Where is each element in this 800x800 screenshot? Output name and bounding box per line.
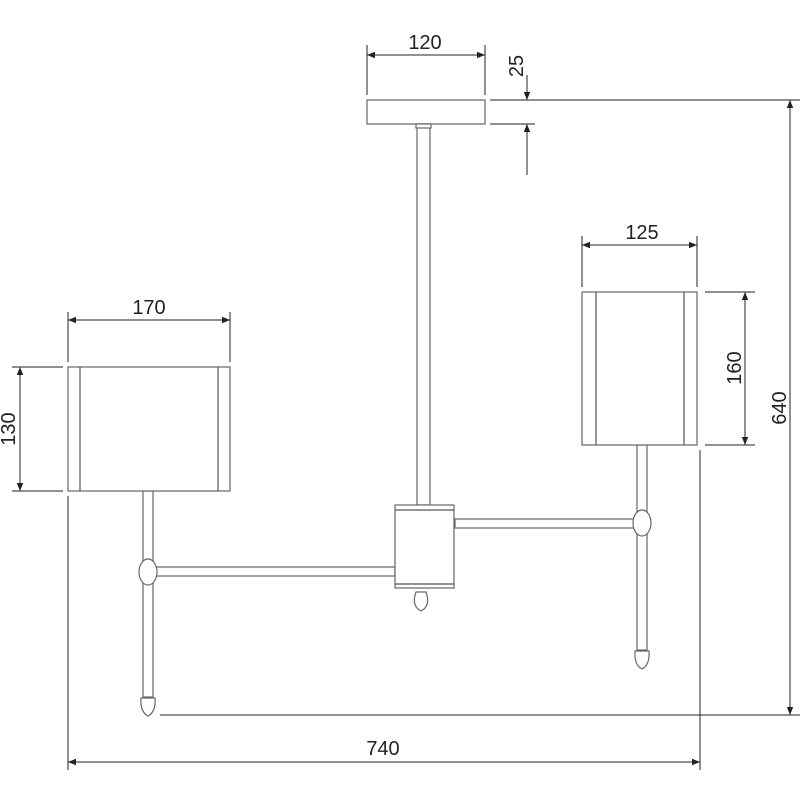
center-bulb bbox=[413, 591, 429, 612]
right-shade bbox=[581, 291, 698, 446]
rod-collar bbox=[415, 123, 432, 129]
dim-canopy-width: 120 bbox=[408, 32, 441, 54]
left-rod bbox=[142, 490, 154, 698]
dim-total-width: 740 bbox=[366, 738, 399, 760]
canopy bbox=[366, 99, 486, 125]
dim-left-shade-height: 130 bbox=[0, 412, 20, 445]
dim-left-shade-width: 170 bbox=[132, 297, 165, 319]
left-arm bbox=[155, 566, 396, 577]
right-arm bbox=[454, 518, 636, 529]
dim-right-shade-height: 160 bbox=[724, 351, 746, 384]
dim-total-height: 640 bbox=[769, 391, 791, 424]
lamp bbox=[67, 99, 698, 717]
dim-right-shade-width: 125 bbox=[625, 222, 658, 244]
right-bulb bbox=[634, 650, 650, 670]
left-shade bbox=[67, 366, 231, 492]
center-rod bbox=[416, 123, 431, 506]
left-bulb bbox=[140, 697, 156, 717]
dimensions: 120 25 125 160 640 170 130 bbox=[0, 32, 800, 770]
left-knuckle bbox=[138, 558, 158, 586]
right-knuckle bbox=[632, 509, 652, 537]
dim-canopy-height: 25 bbox=[506, 55, 528, 77]
center-body bbox=[394, 504, 455, 589]
right-rod bbox=[636, 444, 648, 651]
